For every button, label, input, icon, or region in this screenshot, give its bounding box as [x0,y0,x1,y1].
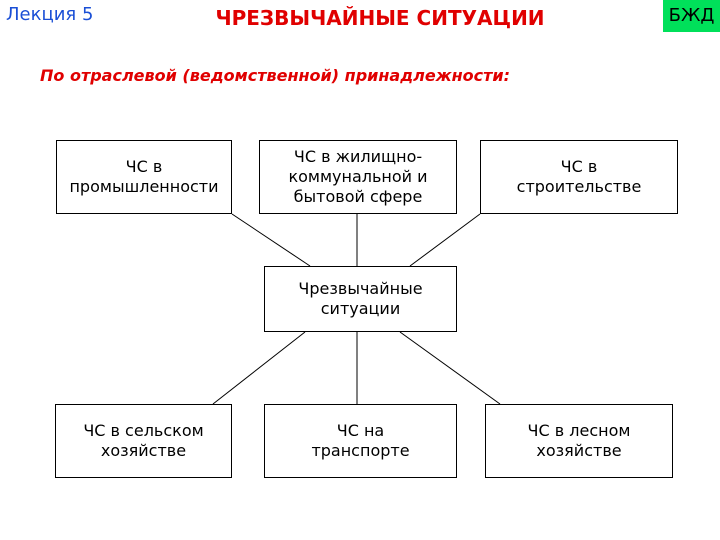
connector-bottom-left [212,331,306,405]
box-housing-utilities: ЧС в жилищно- коммунальной и бытовой сфе… [259,140,457,214]
box-center-emergencies: Чрезвычайные ситуации [264,266,457,332]
connector-top-right [409,213,481,267]
subject-badge: БЖД [663,0,720,32]
lecture-label: Лекция 5 [6,4,94,25]
slide-title: ЧРЕЗВЫЧАЙНЫЕ СИТУАЦИИ [215,6,545,30]
box-forestry: ЧС в лесном хозяйстве [485,404,673,478]
slide-subtitle: По отраслевой (ведомственной) принадлежн… [40,66,511,85]
box-transport: ЧС на транспорте [264,404,457,478]
box-agriculture: ЧС в сельском хозяйстве [55,404,232,478]
box-industry: ЧС в промышленности [56,140,232,214]
connector-top-left [231,213,311,267]
box-construction: ЧС в строительстве [480,140,678,214]
connector-bottom-right [399,331,501,405]
